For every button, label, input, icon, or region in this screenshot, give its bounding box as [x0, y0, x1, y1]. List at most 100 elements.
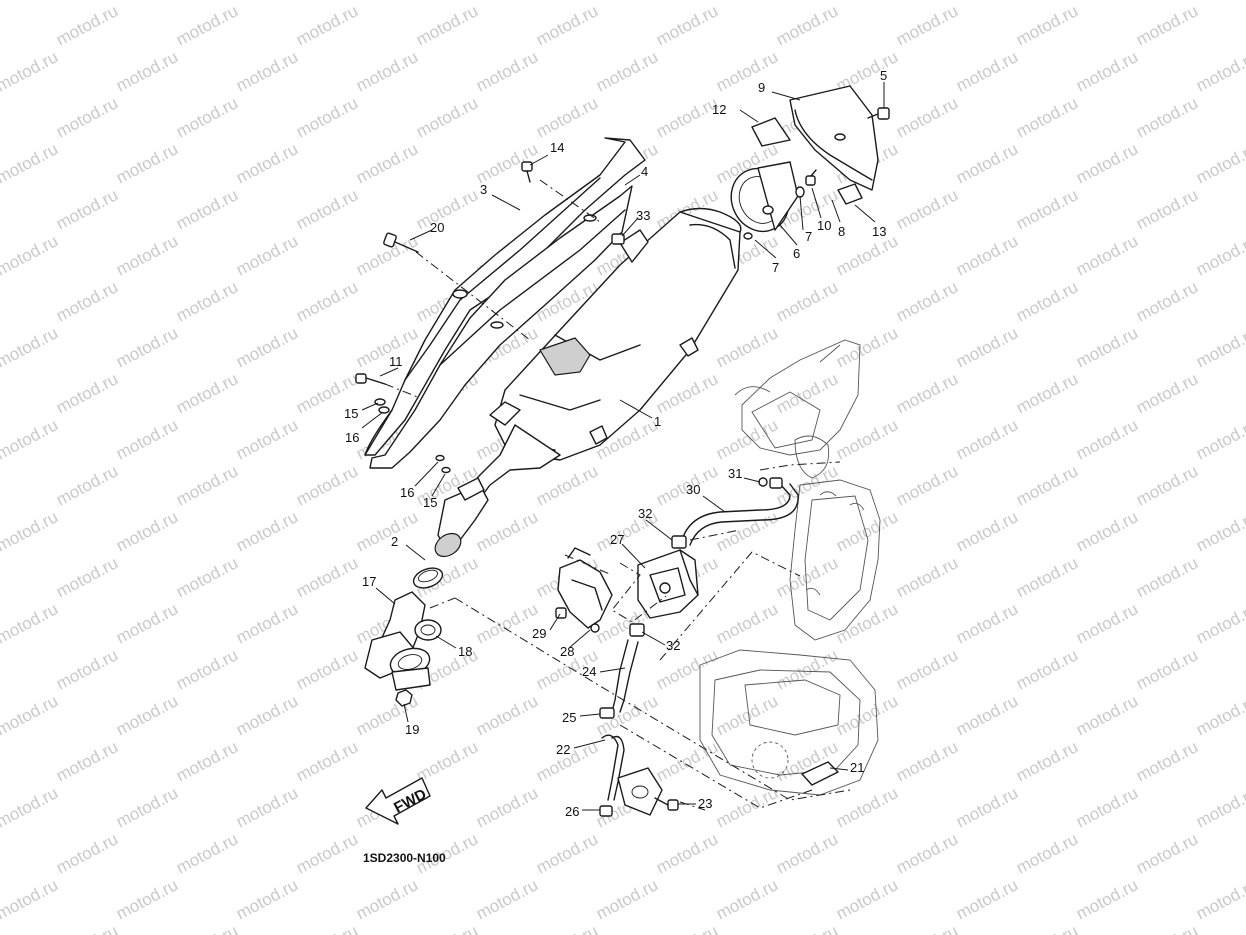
- watermark-text: motod.ru: [113, 507, 181, 555]
- callout-12: 12: [712, 102, 726, 117]
- watermark-text: motod.ru: [293, 921, 361, 935]
- watermark-text: motod.ru: [653, 645, 721, 693]
- watermark-text: motod.ru: [0, 231, 61, 279]
- watermark-text: motod.ru: [113, 47, 181, 95]
- watermark-text: motod.ru: [1013, 185, 1081, 233]
- callout-29: 29: [532, 626, 546, 641]
- bolt-14: [521, 161, 533, 183]
- watermark-text: motod.ru: [773, 645, 841, 693]
- watermark-text: motod.ru: [1073, 415, 1141, 463]
- callout-8: 8: [838, 224, 845, 239]
- callout-1: 1: [654, 414, 661, 429]
- watermark-text: motod.ru: [1073, 231, 1141, 279]
- watermark-text: motod.ru: [53, 737, 121, 785]
- watermark-text: motod.ru: [1133, 553, 1201, 601]
- callout-19: 19: [405, 722, 419, 737]
- watermark-text: motod.ru: [1133, 645, 1201, 693]
- watermark-text: motod.ru: [953, 415, 1021, 463]
- watermark-text: motod.ru: [0, 323, 61, 371]
- watermark-text: motod.ru: [533, 921, 601, 935]
- watermark-text: motod.ru: [53, 829, 121, 877]
- watermark-text: motod.ru: [893, 921, 961, 935]
- watermark-text: motod.ru: [0, 737, 1, 785]
- watermark-text: motod.ru: [0, 691, 61, 739]
- watermark-text: motod.ru: [653, 921, 721, 935]
- watermark-text: motod.ru: [653, 1, 721, 49]
- watermark-text: motod.ru: [233, 231, 301, 279]
- watermark-text: motod.ru: [833, 691, 901, 739]
- flange-plate: [617, 761, 839, 816]
- watermark-text: motod.ru: [413, 921, 481, 935]
- watermark-text: motod.ru: [653, 93, 721, 141]
- watermark-text: motod.ru: [0, 507, 61, 555]
- watermark-text: motod.ru: [1193, 0, 1246, 4]
- watermark-text: motod.ru: [533, 829, 601, 877]
- watermark-text: motod.ru: [353, 139, 421, 187]
- watermark-text: motod.ru: [1013, 369, 1081, 417]
- watermark-text: motod.ru: [893, 185, 961, 233]
- callout-32a: 32: [638, 506, 652, 521]
- watermark-text: motod.ru: [0, 1, 1, 49]
- watermark-text: motod.ru: [1193, 139, 1246, 187]
- watermark-text: motod.ru: [1073, 599, 1141, 647]
- exhaust-pipe-joint: [434, 477, 489, 558]
- watermark-text: motod.ru: [1073, 323, 1141, 371]
- watermark-text: motod.ru: [173, 921, 241, 935]
- watermark-text: motod.ru: [0, 185, 1, 233]
- bolts-23-26: [599, 797, 679, 817]
- watermark-text: motod.ru: [1013, 645, 1081, 693]
- watermark-text: motod.ru: [0, 139, 61, 187]
- reed-valve-27: [637, 549, 699, 619]
- watermark-text: motod.ru: [233, 783, 301, 831]
- watermark-text: motod.ru: [1013, 277, 1081, 325]
- watermark-text: motod.ru: [0, 875, 61, 923]
- watermark-text: motod.ru: [893, 553, 961, 601]
- watermark-text: motod.ru: [353, 875, 421, 923]
- callout-7b: 7: [772, 260, 779, 275]
- watermark-text: motod.ru: [233, 139, 301, 187]
- watermark-text: motod.ru: [233, 691, 301, 739]
- callout-13: 13: [872, 224, 886, 239]
- watermark-text: motod.ru: [893, 737, 961, 785]
- damper-12: [751, 117, 791, 147]
- watermark-text: motod.ru: [833, 783, 901, 831]
- watermark-text: motod.ru: [53, 277, 121, 325]
- watermark-text: motod.ru: [293, 737, 361, 785]
- watermark-text: motod.ru: [1073, 0, 1141, 4]
- heat-shield: [364, 137, 646, 456]
- watermark-text: motod.ru: [413, 1, 481, 49]
- watermark-text: motod.ru: [353, 323, 421, 371]
- watermark-text: motod.ru: [1193, 415, 1246, 463]
- gasket-2: [412, 567, 444, 589]
- watermark-text: motod.ru: [1133, 829, 1201, 877]
- watermark-text: motod.ru: [1073, 139, 1141, 187]
- watermark-text: motod.ru: [173, 737, 241, 785]
- watermark-text: motod.ru: [413, 93, 481, 141]
- watermark-text: motod.ru: [533, 1, 601, 49]
- watermark-text: motod.ru: [893, 277, 961, 325]
- watermark-text: motod.ru: [0, 0, 61, 4]
- callout-4: 4: [641, 164, 648, 179]
- callout-5: 5: [880, 68, 887, 83]
- watermark-text: motod.ru: [833, 0, 901, 4]
- callout-15a: 15: [344, 406, 358, 421]
- watermark-text: motod.ru: [893, 93, 961, 141]
- watermark-text: motod.ru: [53, 369, 121, 417]
- watermark-text: motod.ru: [773, 461, 841, 509]
- tail-cap: [730, 161, 799, 240]
- watermark-text: motod.ru: [113, 875, 181, 923]
- callout-26: 26: [565, 804, 579, 819]
- exhaust-pipe-17: [364, 591, 431, 691]
- watermark-text: motod.ru: [413, 185, 481, 233]
- watermark-text: motod.ru: [953, 0, 1021, 4]
- watermark-text: motod.ru: [233, 599, 301, 647]
- watermark-text: motod.ru: [1193, 507, 1246, 555]
- watermark-text: motod.ru: [1193, 783, 1246, 831]
- watermark-text: motod.ru: [893, 829, 961, 877]
- watermark-text: motod.ru: [1013, 921, 1081, 935]
- watermark-text: motod.ru: [773, 921, 841, 935]
- watermark-text: motod.ru: [173, 185, 241, 233]
- callout-14: 14: [550, 140, 564, 155]
- watermark-text: motod.ru: [113, 323, 181, 371]
- watermark-text: motod.ru: [0, 553, 1, 601]
